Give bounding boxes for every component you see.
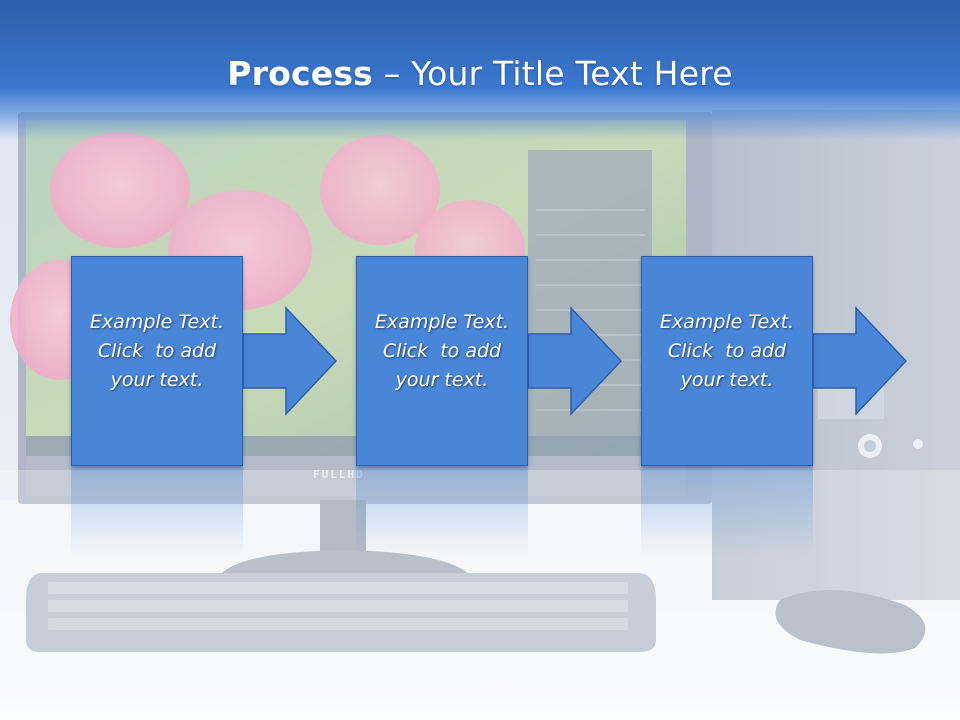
step-text-line: Click to add <box>382 340 502 362</box>
step-box <box>356 256 528 466</box>
step-text-line: your text. <box>110 369 204 391</box>
step-text-line: Click to add <box>667 340 787 362</box>
step-1-reflection <box>71 466 243 556</box>
step-box <box>71 256 243 466</box>
arrow-right-icon <box>527 306 623 416</box>
title-band <box>0 0 960 140</box>
process-step-3[interactable]: Example Text. Click to add your text. <box>641 256 813 466</box>
slide-title-bold: Process <box>227 54 374 93</box>
step-text-placeholder[interactable]: Example Text. Click to add your text. <box>645 308 809 395</box>
step-3-reflection <box>641 466 813 556</box>
slide-title-rest: – Your Title Text Here <box>373 54 733 93</box>
arrow-right-icon <box>242 306 338 416</box>
step-text-line: your text. <box>395 369 489 391</box>
step-text-placeholder[interactable]: Example Text. Click to add your text. <box>75 308 239 395</box>
step-text-placeholder[interactable]: Example Text. Click to add your text. <box>360 308 524 395</box>
step-text-line: your text. <box>680 369 774 391</box>
step-text-line: Example Text. <box>374 311 510 333</box>
monitor-brand-label: FULLHD <box>313 468 365 481</box>
step-2-reflection <box>356 466 528 556</box>
arrow-right-icon <box>812 306 908 416</box>
step-text-line: Example Text. <box>89 311 225 333</box>
step-text-line: Click to add <box>97 340 217 362</box>
step-box <box>641 256 813 466</box>
process-step-2[interactable]: Example Text. Click to add your text. <box>356 256 528 466</box>
step-text-line: Example Text. <box>659 311 795 333</box>
process-step-1[interactable]: Example Text. Click to add your text. <box>71 256 243 466</box>
slide-title[interactable]: Process – Your Title Text Here <box>0 50 960 98</box>
